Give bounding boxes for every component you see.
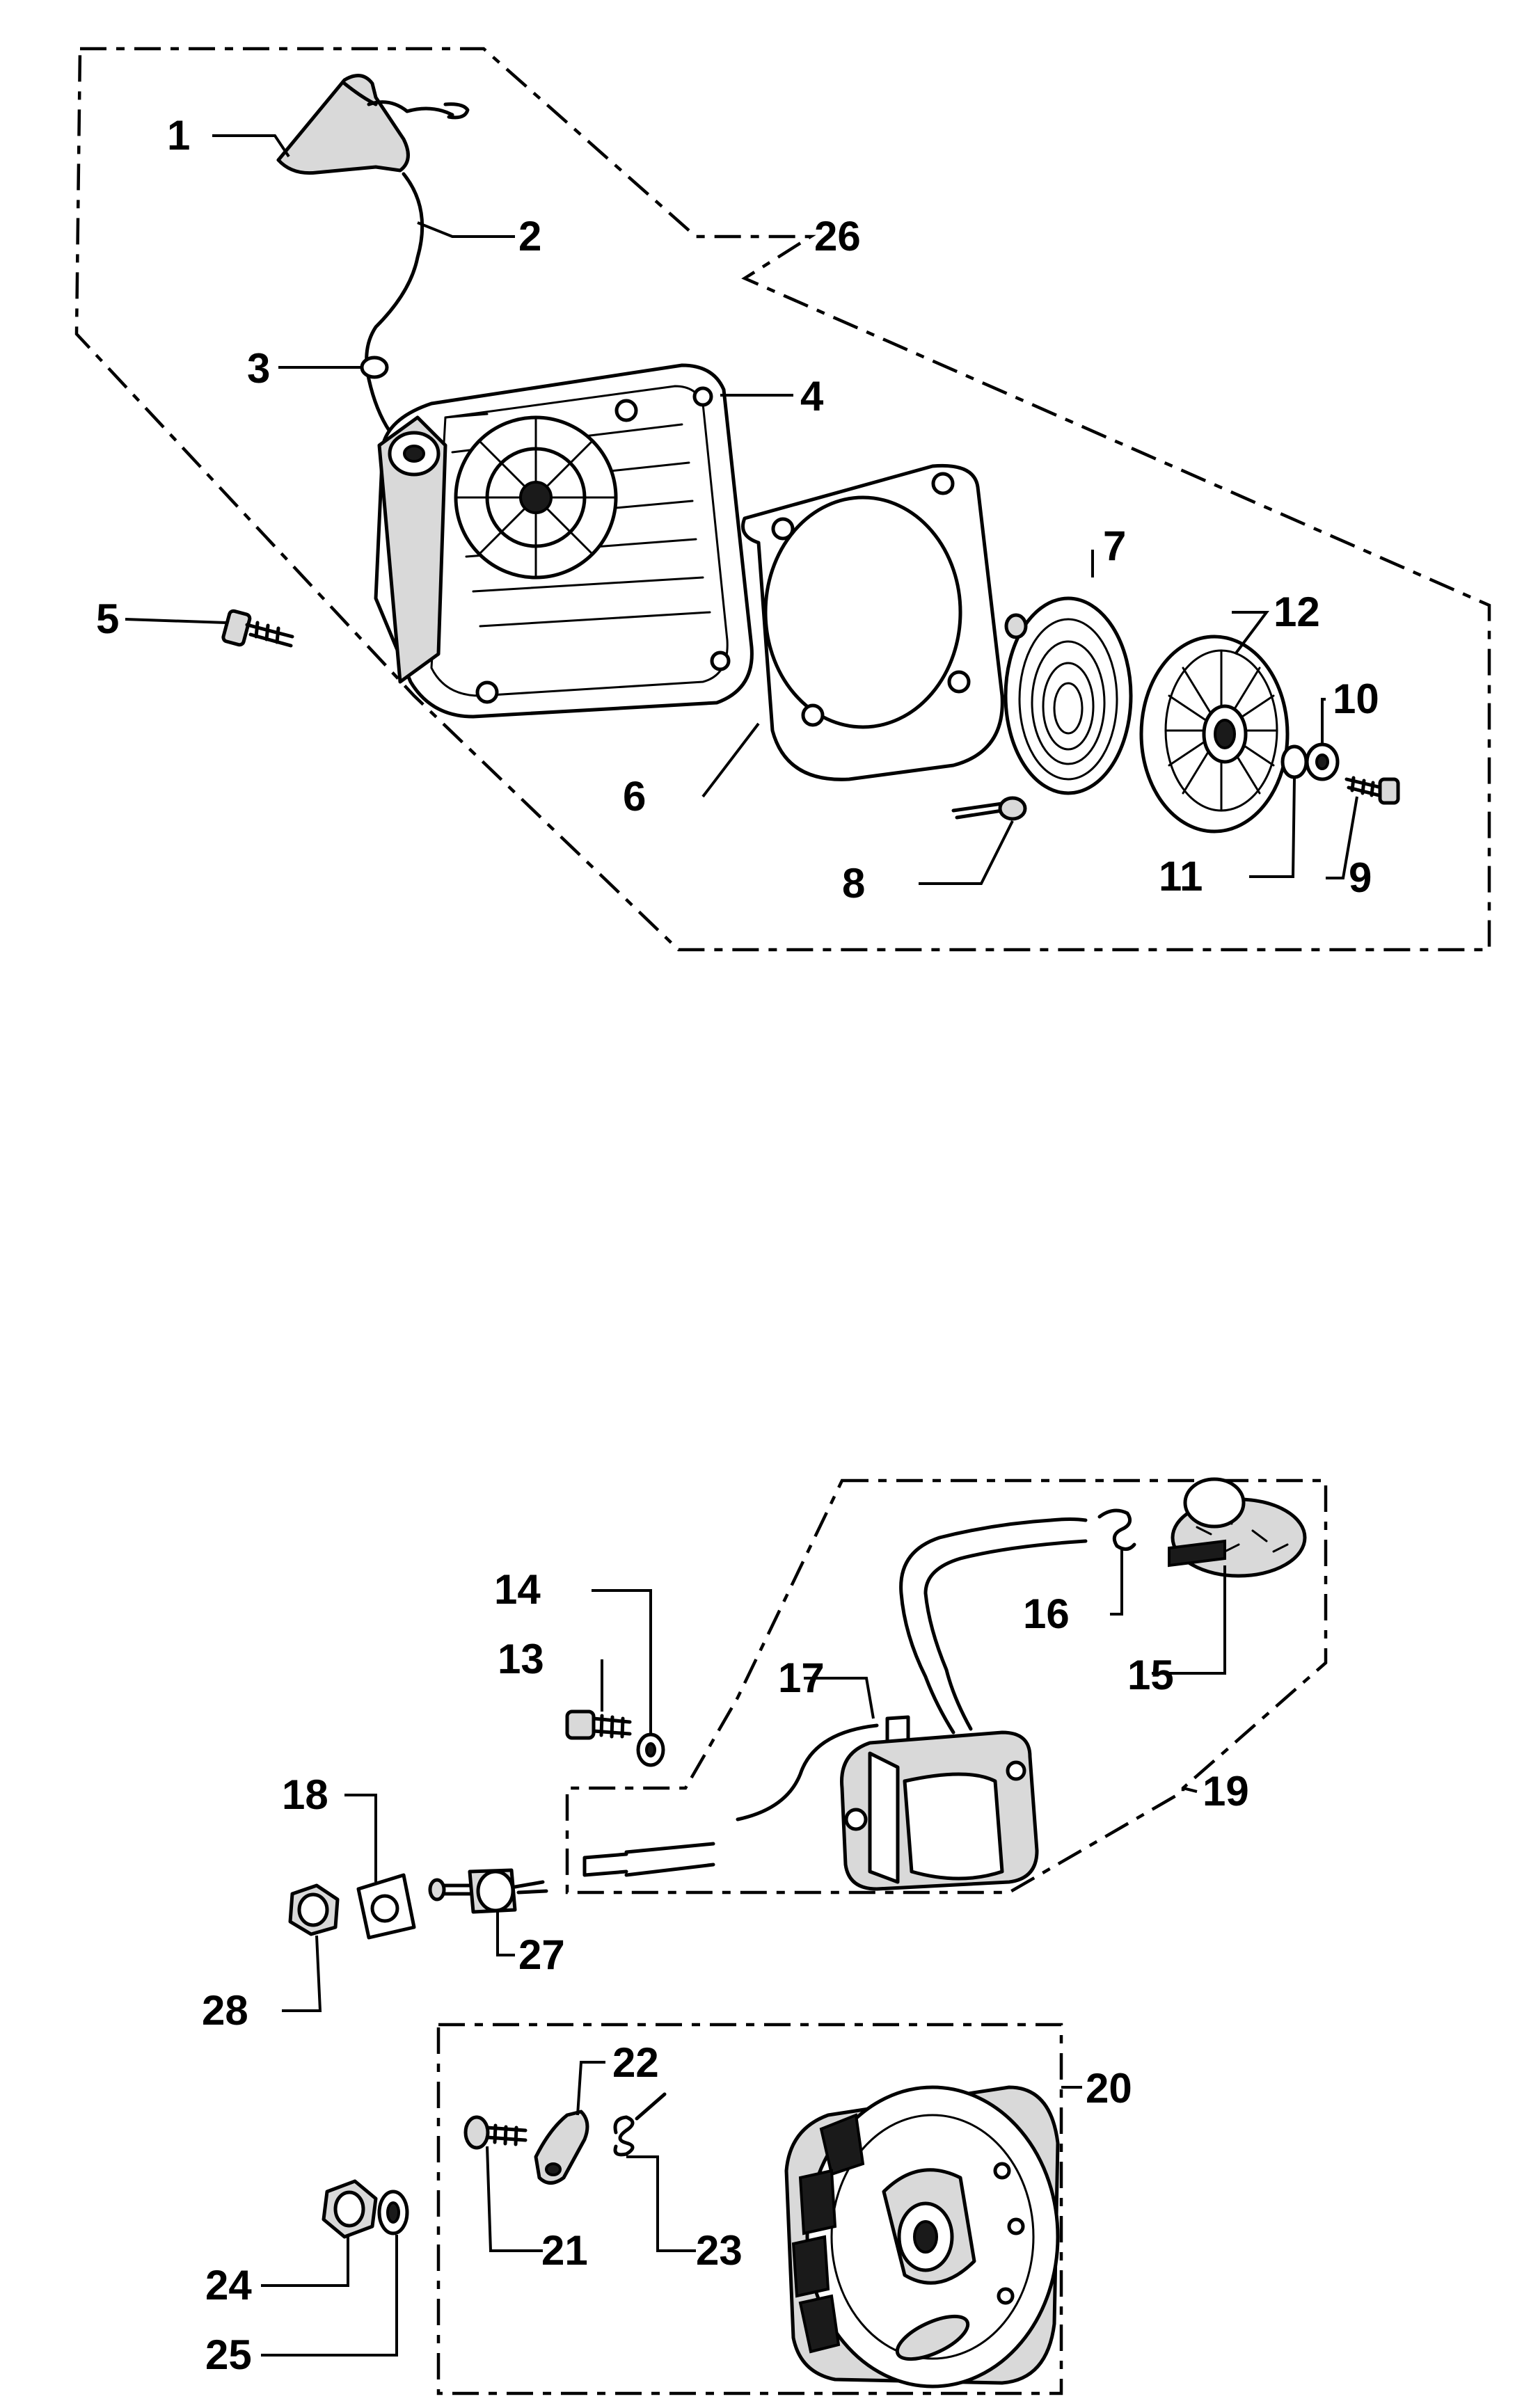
part-9-screw [1344,776,1400,805]
part-13-screw [565,1709,632,1740]
callout-10: 10 [1333,676,1379,722]
part-14-washer [636,1732,665,1767]
part-11-washer [1280,744,1308,779]
callout-26: 26 [814,213,861,260]
part-6-starter-plate [741,463,1004,781]
part-25-washer [377,2190,409,2235]
part-2-starter-rope [365,172,425,433]
callout-17: 17 [778,1654,825,1701]
callout-19: 19 [1203,1768,1249,1815]
part-12-rope-pulley [1139,635,1290,834]
callout-8: 8 [842,860,865,907]
callout-16: 16 [1023,1590,1070,1637]
callout-7: 7 [1103,523,1126,569]
part-1-starter-handle [276,74,470,175]
callout-11: 11 [1159,853,1203,900]
callout-20: 20 [1086,2065,1132,2112]
part-28-nut [288,1883,340,1936]
part-17-ignition-coil [582,1517,1088,1891]
part-5-screw [221,609,294,648]
group-26-boundary [74,47,1491,952]
part-20-flywheel [784,2085,1060,2389]
callout-21: 21 [541,2227,588,2274]
part-8-screw [951,796,1027,821]
group-20-boundary [436,2023,1063,2395]
callout-22: 22 [612,2039,659,2086]
callout-15: 15 [1127,1652,1174,1698]
part-3-rope-grommet [360,356,389,379]
callout-3: 3 [247,345,270,392]
callout-14: 14 [494,1566,541,1613]
callout-13: 13 [498,1636,544,1682]
callout-1: 1 [167,112,190,159]
part-15-spark-plug-boot [1168,1477,1307,1578]
callout-24: 24 [205,2262,252,2309]
callout-2: 2 [518,213,541,260]
group-19-boundary [565,1478,1328,1895]
part-16-spring-clip [1097,1508,1136,1551]
part-24-nut [322,2179,378,2239]
leader-lines [125,134,1358,2357]
part-7-recoil-spring [1004,596,1133,795]
callout-18: 18 [282,1771,328,1818]
part-27-switch [428,1868,548,1914]
part-18-gasket-plate [356,1873,416,1940]
callout-5: 5 [96,596,119,642]
part-21-pivot-screw [463,2115,527,2150]
callout-25: 25 [205,2331,252,2378]
callout-12: 12 [1274,589,1320,635]
callout-28: 28 [202,1987,248,2034]
callout-numbers: 1 2 3 4 5 6 7 8 9 10 11 12 13 14 15 16 1… [96,112,1379,2378]
callout-9: 9 [1349,854,1372,901]
part-10-washer [1305,742,1340,781]
part-4-starter-housing [374,363,754,719]
callout-23: 23 [696,2227,743,2274]
callout-4: 4 [800,373,824,420]
part-22-pawl [534,2110,589,2185]
part-23-pawl-spring [613,2092,667,2157]
callout-27: 27 [518,1931,565,1978]
callout-6: 6 [623,773,646,820]
